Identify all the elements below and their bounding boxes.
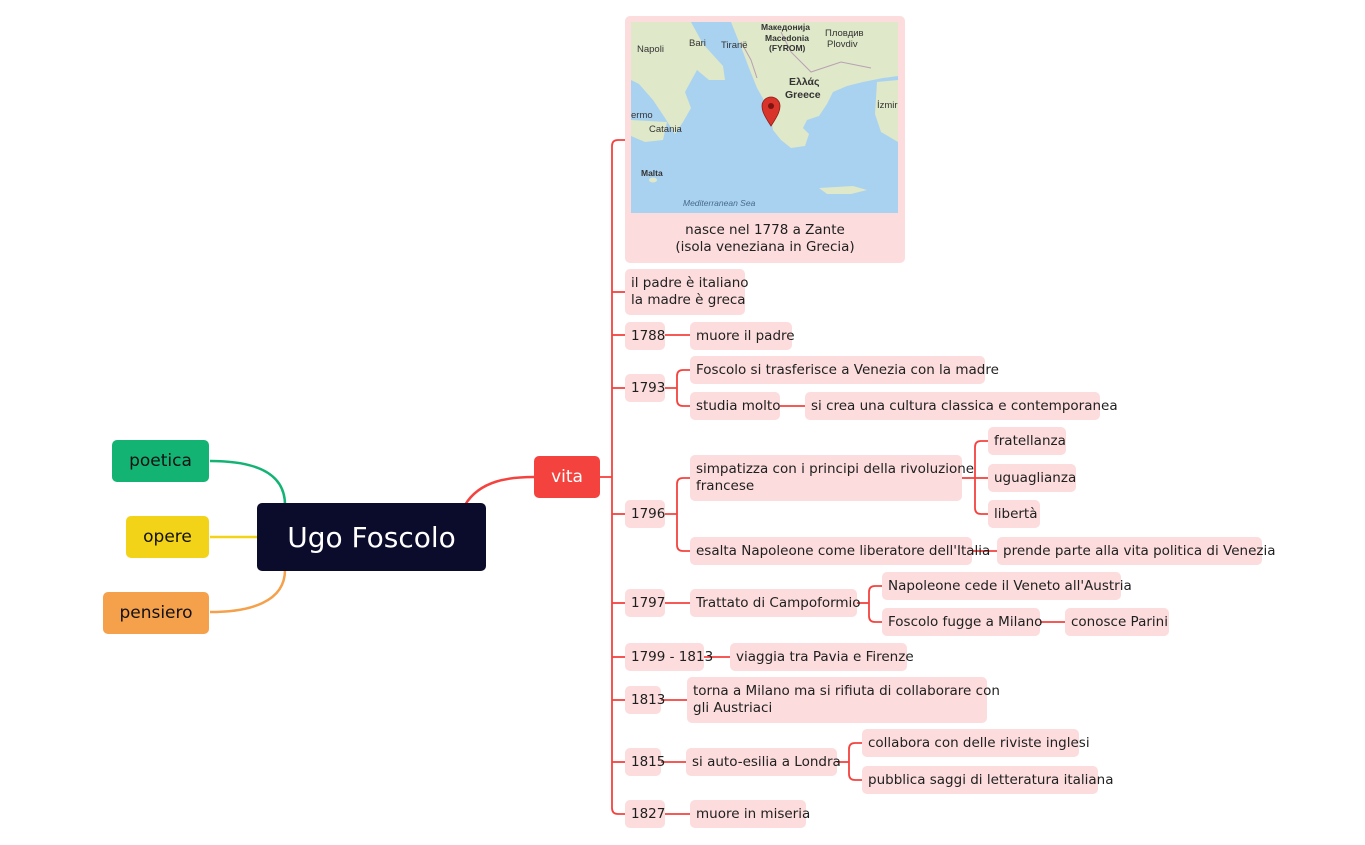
map-label: Bari xyxy=(689,38,706,49)
year-1793[interactable]: 1793 xyxy=(625,374,665,402)
event-travels[interactable]: viaggia tra Pavia e Firenze xyxy=(730,643,914,671)
map-label: Пловдив xyxy=(825,28,864,39)
year-label: 1815 xyxy=(631,754,666,770)
principle-liberta[interactable]: libertà xyxy=(988,500,1040,528)
event-death[interactable]: muore in miseria xyxy=(690,800,810,828)
year-label: 1797 xyxy=(631,595,666,611)
topic-label: opere xyxy=(143,527,192,547)
event-move-venice[interactable]: Foscolo si trasferisce a Venezia con la … xyxy=(690,356,999,384)
year-label: 1793 xyxy=(631,380,666,396)
event-label: studia molto xyxy=(696,398,781,414)
caption-line: (isola veneziana in Grecia) xyxy=(675,239,855,255)
year-1827[interactable]: 1827 xyxy=(625,800,665,828)
map-label: Greece xyxy=(785,89,821,101)
parents-node[interactable]: il padre è italiano la madre è greca xyxy=(625,269,749,315)
map-label: Plovdiv xyxy=(827,39,858,50)
birth-caption: nasce nel 1778 a Zante (isola veneziana … xyxy=(625,222,905,256)
central-topic[interactable]: Ugo Foscolo xyxy=(257,503,486,571)
year-label: 1827 xyxy=(631,806,666,822)
event-culture[interactable]: si crea una cultura classica e contempor… xyxy=(805,392,1118,420)
event-father-death[interactable]: muore il padre xyxy=(690,322,795,350)
principle-label: libertà xyxy=(994,506,1038,522)
event-line: gli Austriaci xyxy=(693,700,773,716)
year-1796[interactable]: 1796 xyxy=(625,500,665,528)
topic-opere[interactable]: opere xyxy=(126,516,209,558)
event-line: simpatizza con i principi della rivoluzi… xyxy=(696,461,975,477)
map-label: Ελλάς xyxy=(789,76,820,88)
topic-poetica[interactable]: poetica xyxy=(112,440,209,482)
topic-pensiero[interactable]: pensiero xyxy=(103,592,209,634)
event-label: viaggia tra Pavia e Firenze xyxy=(736,649,914,665)
event-napoleon-liberator[interactable]: esalta Napoleone come liberatore dell'It… xyxy=(690,537,990,565)
map-label: Macedonia xyxy=(765,33,809,43)
map-label: Mediterranean Sea xyxy=(683,198,756,208)
event-label: conosce Parini xyxy=(1071,614,1168,630)
event-flee-milan[interactable]: Foscolo fugge a Milano xyxy=(882,608,1043,636)
topic-label: vita xyxy=(551,467,583,487)
year-1815[interactable]: 1815 xyxy=(625,748,665,776)
principle-label: uguaglianza xyxy=(994,470,1077,486)
event-label: muore il padre xyxy=(696,328,795,344)
event-label: muore in miseria xyxy=(696,806,811,822)
map-pin-icon xyxy=(761,96,781,127)
event-essays[interactable]: pubblica saggi di letteratura italiana xyxy=(862,766,1114,794)
event-line: francese xyxy=(696,478,755,494)
topic-label: pensiero xyxy=(119,603,193,623)
event-veneto-ceded[interactable]: Napoleone cede il Veneto all'Austria xyxy=(882,572,1132,600)
year-1797[interactable]: 1797 xyxy=(625,589,665,617)
map-label: Malta xyxy=(641,168,663,178)
event-return-milan[interactable]: torna a Milano ma si rifiuta di collabor… xyxy=(687,677,1000,723)
principle-uguaglianza[interactable]: uguaglianza xyxy=(988,464,1076,492)
event-line: torna a Milano ma si rifiuta di collabor… xyxy=(693,683,1000,699)
central-topic-label: Ugo Foscolo xyxy=(287,520,456,554)
map-label: Tiranë xyxy=(721,40,748,51)
year-1813[interactable]: 1813 xyxy=(625,686,665,714)
year-label: 1813 xyxy=(631,692,666,708)
principle-fratellanza[interactable]: fratellanza xyxy=(988,427,1066,455)
event-label: Foscolo fugge a Milano xyxy=(888,614,1043,630)
topic-vita[interactable]: vita xyxy=(534,456,600,498)
map-image: Napoli Bari Tiranë Македонија Macedonia … xyxy=(631,22,898,213)
year-label: 1799 - 1813 xyxy=(631,649,714,665)
event-campoformio[interactable]: Trattato di Campoformio xyxy=(690,589,861,617)
event-label: pubblica saggi di letteratura italiana xyxy=(868,772,1114,788)
map-label: İzmir xyxy=(877,100,898,111)
event-meets-parini[interactable]: conosce Parini xyxy=(1065,608,1169,636)
event-label: esalta Napoleone come liberatore dell'It… xyxy=(696,543,991,559)
event-english-journals[interactable]: collabora con delle riviste inglesi xyxy=(862,729,1090,757)
event-label: Foscolo si trasferisce a Venezia con la … xyxy=(696,362,999,378)
map-label: ermo xyxy=(631,110,653,121)
parents-line: il padre è italiano xyxy=(631,275,749,291)
year-label: 1796 xyxy=(631,506,666,522)
event-label: Trattato di Campoformio xyxy=(696,595,861,611)
caption-line: nasce nel 1778 a Zante xyxy=(685,222,845,238)
event-label: si auto-esilia a Londra xyxy=(692,754,841,770)
map-label: Catania xyxy=(649,124,682,135)
birth-node[interactable]: Napoli Bari Tiranë Македонија Macedonia … xyxy=(625,16,905,263)
principle-label: fratellanza xyxy=(994,433,1066,449)
map-label: Македонија xyxy=(761,22,810,32)
year-label: 1788 xyxy=(631,328,666,344)
event-label: si crea una cultura classica e contempor… xyxy=(811,398,1118,414)
event-label: Napoleone cede il Veneto all'Austria xyxy=(888,578,1132,594)
event-study[interactable]: studia molto xyxy=(690,392,780,420)
event-label: collabora con delle riviste inglesi xyxy=(868,735,1090,751)
event-label: prende parte alla vita politica di Venez… xyxy=(1003,543,1276,559)
event-politics-venice[interactable]: prende parte alla vita politica di Venez… xyxy=(997,537,1276,565)
year-1788[interactable]: 1788 xyxy=(625,322,665,350)
map-label: (FYROM) xyxy=(769,43,806,53)
event-exile-london[interactable]: si auto-esilia a Londra xyxy=(686,748,841,776)
event-sympathy-revolution[interactable]: simpatizza con i principi della rivoluzi… xyxy=(690,455,975,501)
map-label: Napoli xyxy=(637,44,664,55)
topic-label: poetica xyxy=(129,451,192,471)
year-1799-1813[interactable]: 1799 - 1813 xyxy=(625,643,713,671)
parents-line: la madre è greca xyxy=(631,292,746,308)
